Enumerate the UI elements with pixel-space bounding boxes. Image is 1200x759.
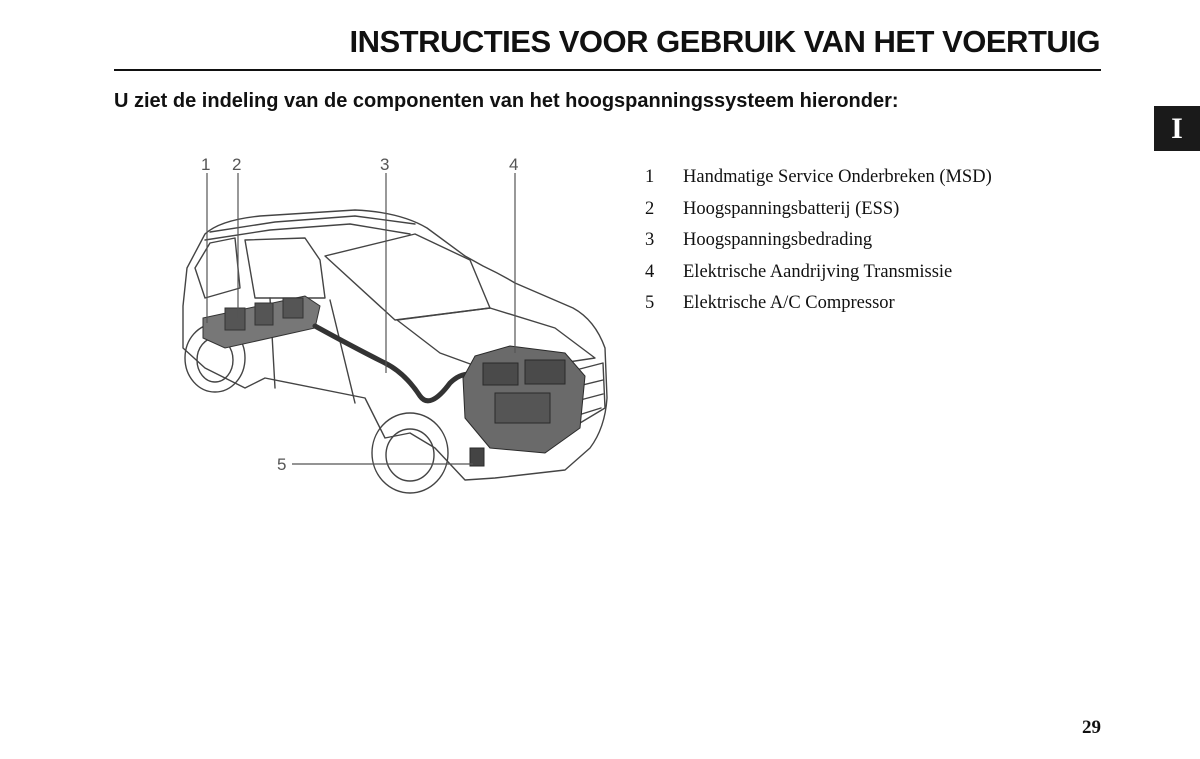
roof-rail	[204, 223, 411, 241]
legend-label: Elektrische Aandrijving Transmissie	[683, 261, 953, 282]
chapter-tab[interactable]: I	[1154, 106, 1200, 151]
windshield	[324, 233, 491, 321]
legend-item: 2 Hoogspanningsbatterij (ESS)	[645, 194, 992, 226]
legend-item: 1 Handmatige Service Onderbreken (MSD)	[645, 162, 992, 194]
battery-pack	[202, 295, 321, 349]
hv-cable	[312, 323, 488, 404]
callout-number: 4	[509, 155, 518, 174]
page-number: 29	[1082, 717, 1101, 738]
component-legend: 1 Handmatige Service Onderbreken (MSD) 2…	[645, 162, 992, 320]
callout-number: 5	[277, 455, 286, 474]
callout-number: 3	[380, 155, 389, 174]
legend-label: Hoogspanningsbatterij (ESS)	[683, 198, 900, 219]
legend-number: 4	[645, 261, 655, 282]
legend-label: Elektrische A/C Compressor	[683, 293, 895, 314]
callout-number: 1	[201, 155, 210, 174]
legend-label: Hoogspanningsbedrading	[683, 230, 873, 251]
callout-number: 2	[232, 155, 241, 174]
side-window	[194, 237, 241, 299]
legend-item: 4 Elektrische Aandrijving Transmissie	[645, 257, 992, 289]
legend-number: 2	[645, 198, 655, 219]
intro-text: U ziet de indeling van de componenten va…	[114, 90, 899, 112]
electric-drive-unit	[462, 345, 586, 467]
vehicle-cutaway-illustration: 1 2 3 4 5	[165, 148, 615, 498]
legend-item: 5 Elektrische A/C Compressor	[645, 288, 992, 320]
legend-item: 3 Hoogspanningsbedrading	[645, 225, 992, 257]
legend-number: 1	[645, 167, 655, 188]
page-header-title: INSTRUCTIES VOOR GEBRUIK VAN HET VOERTUI…	[349, 24, 1100, 59]
roof-rail	[209, 215, 416, 233]
legend-number: 5	[645, 293, 655, 314]
side-window	[244, 237, 326, 299]
front-wheel-inner	[385, 428, 435, 482]
door-line	[329, 299, 356, 404]
legend-number: 3	[645, 230, 655, 251]
header-divider	[114, 69, 1101, 71]
vehicle-drawing: 1 2 3 4 5	[182, 155, 608, 494]
front-wheel	[371, 412, 449, 494]
hood	[396, 307, 596, 374]
legend-label: Handmatige Service Onderbreken (MSD)	[683, 167, 992, 188]
